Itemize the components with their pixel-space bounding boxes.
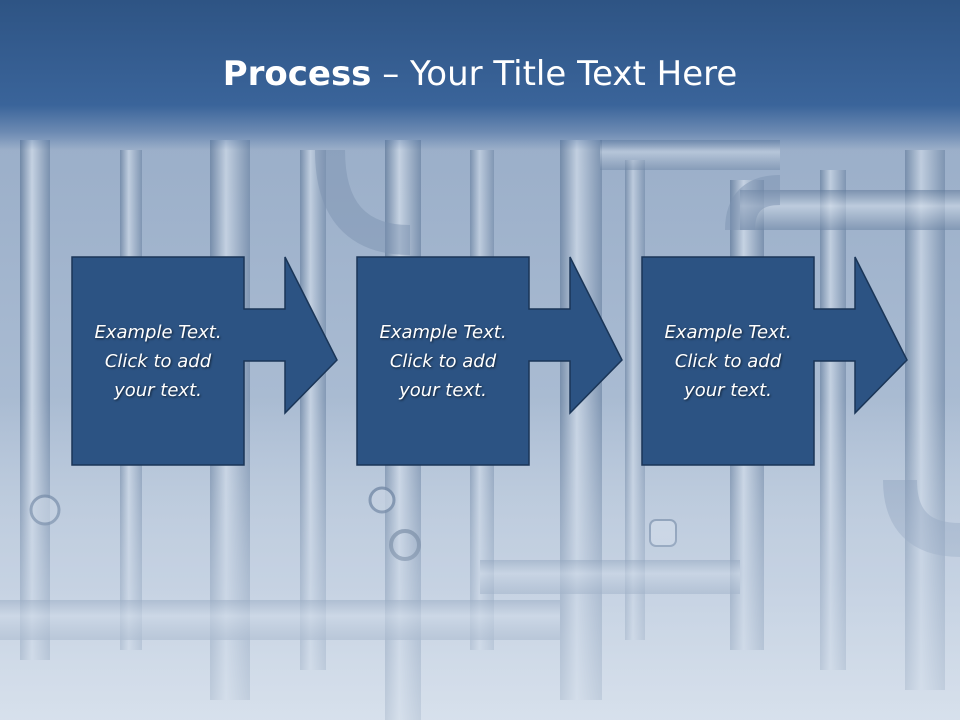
step-arrow-shape	[641, 256, 908, 466]
slide-title[interactable]: Process – Your Title Text Here	[0, 52, 960, 96]
title-bar	[0, 0, 960, 150]
step-arrow-shape	[356, 256, 623, 466]
title-rest-part: – Your Title Text Here	[371, 54, 738, 94]
step-arrow-shape	[71, 256, 338, 466]
step-text[interactable]: Example Text. Click to add your text.	[379, 321, 507, 401]
title-bold-part: Process	[222, 54, 372, 94]
step-text[interactable]: Example Text. Click to add your text.	[94, 321, 222, 401]
step-text[interactable]: Example Text. Click to add your text.	[664, 321, 792, 401]
